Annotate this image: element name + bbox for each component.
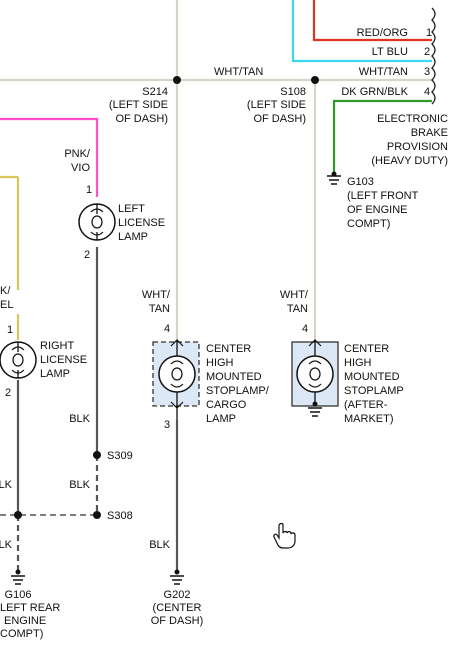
pin-num-4: 4 xyxy=(424,86,430,98)
left-license-label-1: LEFT xyxy=(118,203,145,215)
chmsl-after-pin-top: 4 xyxy=(302,323,308,335)
g103-id: G103 xyxy=(347,176,374,188)
splice-dot-s309 xyxy=(93,451,101,459)
g103-desc1: (LEFT FRONT xyxy=(347,190,419,202)
chmsl-after-label-3: MOUNTED xyxy=(344,371,400,383)
chmsl-cargo-label-3: MOUNTED xyxy=(206,371,262,383)
g202-id: G202 xyxy=(164,589,191,601)
ebp-line1: ELECTRONIC xyxy=(377,113,448,125)
lamp-icon-chmsl-aftermarket xyxy=(291,339,339,407)
wire-dk-grn-blk xyxy=(332,99,432,174)
g106-id: G106 xyxy=(5,589,32,601)
lamp-icon-right-license xyxy=(0,341,37,379)
wire-red-org xyxy=(312,0,432,42)
splice-dot-s308 xyxy=(93,511,101,519)
ebp-line3: PROVISION xyxy=(387,141,448,153)
splice-dot-s214 xyxy=(173,76,181,84)
ground-icon-g106 xyxy=(11,569,25,585)
pin-num-2: 2 xyxy=(424,46,430,58)
chmsl-cargo-label-5: CARGO xyxy=(206,399,247,411)
right-license-label-1: RIGHT xyxy=(40,340,75,352)
hand-cursor-icon xyxy=(273,522,296,549)
left-license-wire-1: PNK/ xyxy=(64,148,91,160)
chmsl-after-label-6: MARKET) xyxy=(344,413,394,425)
chmsl-after-label-2: HIGH xyxy=(344,357,372,369)
chmsl-after-wire-1: WHT/ xyxy=(280,289,309,301)
s214-id: S214 xyxy=(142,86,168,98)
s309-id: S309 xyxy=(107,450,133,462)
pin-label-lt-blu: LT BLU xyxy=(372,46,408,58)
ground-icon-g103 xyxy=(327,175,341,185)
g106-desc1: LEFT REAR xyxy=(0,602,60,614)
s214-desc1: (LEFT SIDE xyxy=(109,99,168,111)
pin-label-red-org: RED/ORG xyxy=(357,27,408,39)
ground-icon-g202 xyxy=(170,569,184,585)
g106-desc3: COMPT) xyxy=(0,628,43,640)
left-license-pin-top: 1 xyxy=(86,184,92,196)
blk-label-right-bot: BLK xyxy=(0,539,13,551)
pin-label-dk-grn-blk: DK GRN/BLK xyxy=(341,86,408,98)
s108-id: S108 xyxy=(280,86,306,98)
chmsl-after-label-5: (AFTER- xyxy=(344,399,388,411)
left-license-pin-bot: 2 xyxy=(84,249,90,261)
chmsl-cargo-pin-bot: 3 xyxy=(164,419,170,431)
chmsl-cargo-label-6: LAMP xyxy=(206,413,236,425)
right-license-wire-1: K/ xyxy=(0,285,11,297)
g202-desc1: (CENTER xyxy=(153,602,202,614)
chmsl-after-label-1: CENTER xyxy=(344,343,389,355)
left-license-label-3: LAMP xyxy=(118,231,148,243)
pin-num-1: 1 xyxy=(426,27,432,39)
chmsl-after-wire-2: TAN xyxy=(287,303,308,315)
chmsl-cargo-label-2: HIGH xyxy=(206,357,234,369)
ebp-line2: BRAKE xyxy=(411,127,448,139)
pin-num-3: 3 xyxy=(424,66,430,78)
g103-desc3: COMPT) xyxy=(347,218,390,230)
blk-label-s308: BLK xyxy=(69,479,90,491)
s308-id: S308 xyxy=(107,510,133,522)
g106-desc2: ENGINE xyxy=(4,615,46,627)
s214-desc2: OF DASH) xyxy=(115,113,168,125)
lamp-icon-chmsl-cargo xyxy=(152,339,200,420)
splice-dot-left-s308 xyxy=(14,511,22,519)
right-license-label-2: LICENSE xyxy=(40,354,87,366)
chmsl-after-label-4: STOPLAMP xyxy=(344,385,404,397)
blk-label-right-top: BLK xyxy=(0,479,13,491)
chmsl-cargo-wire-2: TAN xyxy=(149,303,170,315)
splice-dot-s108 xyxy=(311,76,319,84)
chmsl-cargo-pin-top: 4 xyxy=(164,323,170,335)
pin-label-wht-tan: WHT/TAN xyxy=(359,66,408,78)
g103-desc2: OF ENGINE xyxy=(347,204,408,216)
left-license-label-2: LICENSE xyxy=(118,217,165,229)
chmsl-cargo-label-1: CENTER xyxy=(206,343,251,355)
s108-desc2: OF DASH) xyxy=(253,113,306,125)
blk-label-s309: BLK xyxy=(69,413,90,425)
right-license-wire-2: EL xyxy=(0,299,13,311)
lamp-icon-left-license xyxy=(78,203,116,241)
chmsl-cargo-label-4: STOPLAMP/ xyxy=(206,385,270,397)
ground-icon-chmsl-aftermarket xyxy=(308,401,322,417)
s108-desc1: (LEFT SIDE xyxy=(247,99,306,111)
wire-pnk-vio xyxy=(0,117,99,197)
wire-lt-blu xyxy=(291,0,432,63)
right-license-pin-bot: 2 xyxy=(5,387,11,399)
left-license-wire-2: VIO xyxy=(71,162,90,174)
chmsl-cargo-wire-1: WHT/ xyxy=(142,289,171,301)
right-license-label-3: LAMP xyxy=(40,368,70,380)
g202-desc2: OF DASH) xyxy=(151,615,204,627)
ebp-line4: (HEAVY DUTY) xyxy=(371,155,448,167)
right-license-pin-top: 1 xyxy=(7,324,13,336)
blk-label-center: BLK xyxy=(149,539,170,551)
g103-terminal-dot xyxy=(331,171,337,177)
bus-wire-label: WHT/TAN xyxy=(214,66,263,78)
connector-c-pins xyxy=(431,7,436,105)
